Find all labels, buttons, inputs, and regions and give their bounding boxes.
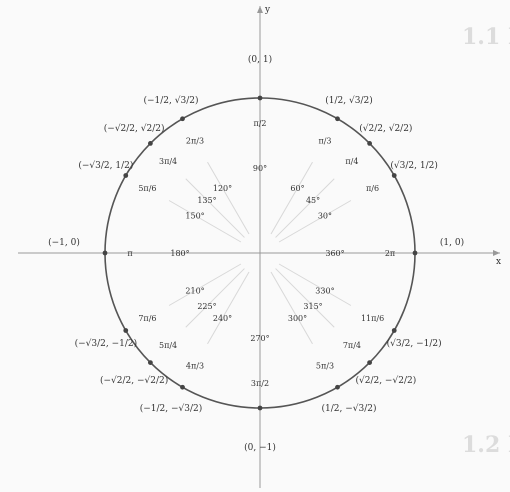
circle-point [180, 384, 185, 390]
point-coordinate-label: (1/2, −√3/2) [322, 403, 377, 414]
point-coordinate-label: (−1/2, −√3/2) [140, 403, 203, 414]
angle-radian-label: 5π/4 [159, 341, 177, 350]
angle-degree-label: 60° [290, 184, 304, 193]
angle-radian-label: 5π/6 [138, 184, 156, 193]
angle-spoke [278, 263, 352, 306]
angle-degree-label: 120° [213, 184, 232, 193]
angle-labels: 30° π/6 (√3/2, 1/2) 45° π/4 (√2/2, √2/2) 60° π/… [75, 95, 442, 414]
point-coordinate-label: (√3/2, −1/2) [387, 338, 442, 349]
circle-point [123, 173, 129, 178]
point-coordinate-label: (√2/2, √2/2) [359, 123, 412, 134]
coord-left: (−1, 0) [48, 237, 80, 248]
circle-point [147, 360, 153, 366]
coord-bottom: (0, −1) [244, 442, 276, 453]
circle-point [391, 173, 397, 178]
angle-radian-label: 7π/6 [138, 314, 156, 323]
angle-radian-label: 3π/2 [251, 379, 269, 388]
circle-point [257, 95, 263, 101]
point-coordinate-label: (1/2, √3/2) [325, 95, 372, 106]
circle-point [367, 360, 373, 366]
angle-degree-label: 30° [318, 212, 332, 221]
angle-spoke [207, 161, 250, 235]
angle-radian-label: π [127, 249, 132, 258]
background-heading-top: 1.1 Exponential Equations [462, 24, 510, 50]
circle-point [412, 250, 418, 256]
angle-degree-label: 150° [185, 212, 204, 221]
angle-radian-label: π/6 [366, 184, 379, 193]
y-axis-arrow [257, 6, 263, 13]
point-coordinate-label: (√3/2, 1/2) [390, 160, 437, 171]
angle-radian-label: π/2 [253, 119, 266, 128]
angle-spoke [185, 178, 245, 238]
angle-radian-label: 11π/6 [361, 314, 384, 323]
angle-degree-label: 45° [306, 196, 320, 205]
angle-degree-label: 240° [213, 314, 232, 323]
x-axis-arrow [493, 250, 500, 256]
angle-radian-label: π/3 [318, 136, 331, 145]
angle-degree-label: 330° [315, 287, 334, 296]
angle-spoke [270, 271, 313, 345]
point-coordinate-label: (−√2/2, −√2/2) [100, 375, 168, 386]
angle-spokes [168, 161, 352, 345]
circle-point [123, 328, 129, 333]
circle-point [147, 140, 153, 146]
angle-spoke [275, 268, 335, 328]
angle-spoke [275, 178, 335, 238]
angle-radian-label: 2π [385, 249, 395, 258]
angle-radian-label: 3π/4 [159, 157, 177, 166]
angle-degree-label: 360° [325, 249, 344, 258]
angle-degree-label: 135° [197, 196, 216, 205]
angle-spoke [168, 200, 242, 243]
angle-radian-label: 7π/4 [343, 341, 361, 350]
angle-degree-label: 315° [303, 302, 322, 311]
angle-radian-label: π/4 [345, 157, 358, 166]
background-heading-bottom: 1.2 Logarithmic Functions [462, 432, 510, 458]
point-coordinate-label: (−√3/2, 1/2) [78, 160, 133, 171]
angle-radian-label: 5π/3 [316, 362, 334, 371]
angle-spoke [278, 200, 352, 243]
angle-radian-label: 2π/3 [186, 136, 204, 145]
x-axis-label: x [496, 257, 501, 267]
angle-degree-label: 300° [288, 314, 307, 323]
angle-spoke [270, 161, 313, 235]
coord-top: (0, 1) [248, 54, 272, 65]
point-coordinate-label: (−√2/2, √2/2) [104, 123, 165, 134]
angle-degree-label: 270° [250, 334, 269, 343]
circle-point [102, 250, 108, 256]
angle-radian-label: 4π/3 [186, 362, 204, 371]
circle-point [367, 140, 373, 146]
angle-degree-label: 210° [185, 287, 204, 296]
angle-spoke [168, 263, 242, 306]
angle-spoke [185, 268, 245, 328]
point-coordinate-label: (√2/2, −√2/2) [355, 375, 416, 386]
coord-right: (1, 0) [440, 237, 464, 248]
circle-point [257, 405, 263, 411]
point-coordinate-label: (−√3/2, −1/2) [75, 338, 138, 349]
circle-point [335, 116, 340, 122]
circle-point [335, 384, 340, 390]
circle-point [180, 116, 185, 122]
angle-degree-label: 90° [253, 164, 267, 173]
circle-point [391, 328, 397, 333]
angle-degree-label: 180° [170, 249, 189, 258]
y-axis-label: y [264, 5, 271, 15]
point-coordinate-label: (−1/2, √3/2) [144, 95, 199, 106]
angle-spoke [207, 271, 250, 345]
angle-degree-label: 225° [197, 302, 216, 311]
